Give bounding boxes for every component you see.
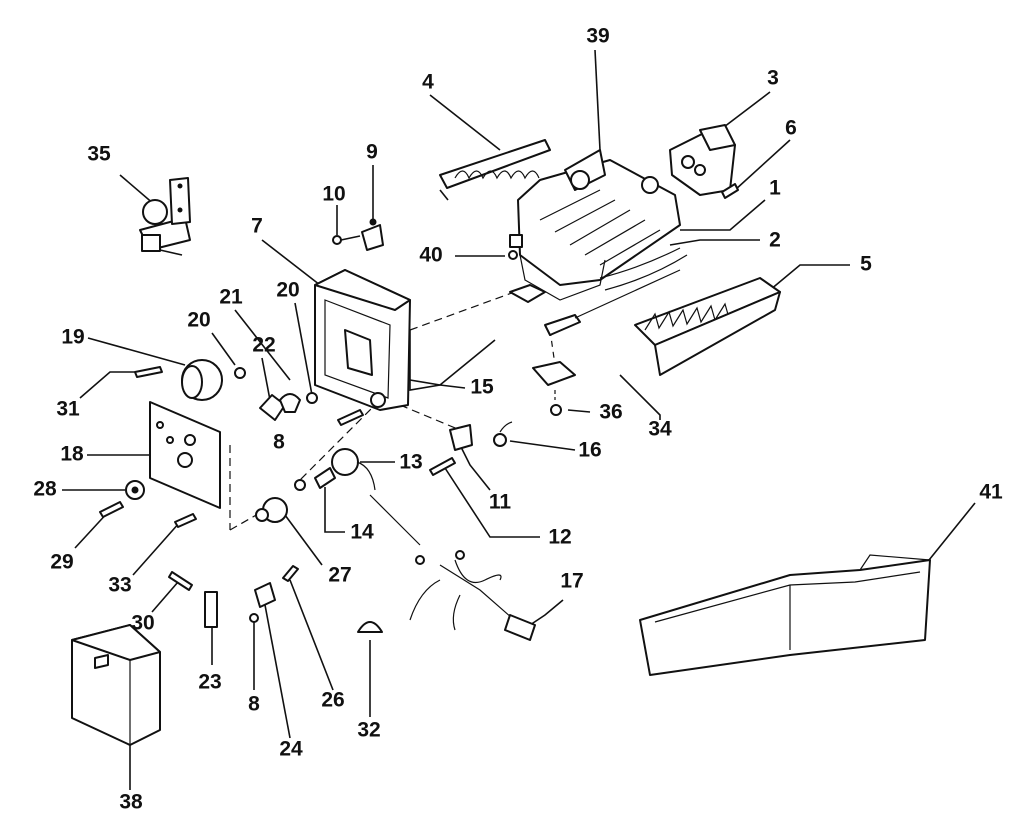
label-36: 36 — [599, 401, 622, 424]
part-8-pin-upper — [337, 409, 364, 426]
part-1-heater — [599, 247, 688, 291]
part-18-mounting-plate — [149, 401, 221, 509]
label-15: 15 — [470, 376, 494, 399]
part-8-pin-lower — [249, 613, 259, 623]
part-10-screw — [332, 235, 361, 245]
part-24-bracket — [254, 582, 276, 608]
part-15-shut-off-arm — [409, 330, 496, 391]
label-10: 10 — [322, 183, 345, 206]
part-23-coupling — [204, 591, 218, 628]
label-1: 1 — [769, 177, 781, 200]
part-40-screw — [508, 250, 518, 260]
label-28: 28 — [33, 478, 57, 501]
label-3: 3 — [767, 67, 779, 90]
part-21-gear — [279, 393, 301, 413]
label-21: 21 — [219, 286, 243, 309]
part-27-switch — [255, 497, 288, 523]
label-27: 27 — [328, 564, 351, 587]
label-40: 40 — [419, 244, 442, 267]
label-19: 19 — [61, 326, 84, 349]
part-28-gear — [125, 480, 145, 500]
part-33-screw — [174, 513, 197, 528]
label-33: 33 — [108, 574, 131, 597]
label-4: 4 — [422, 71, 434, 94]
label-30: 30 — [131, 612, 154, 635]
part-26-screw — [282, 565, 299, 582]
part-11-switch-bracket — [449, 424, 473, 451]
label-13: 13 — [399, 451, 422, 474]
label-2: 2 — [769, 229, 781, 252]
part-31-screw — [134, 366, 163, 378]
label-38: 38 — [119, 791, 143, 814]
label-17: 17 — [560, 570, 583, 593]
label-8-lower: 8 — [248, 693, 260, 716]
label-11: 11 — [489, 491, 512, 514]
label-29: 29 — [50, 551, 73, 574]
part-29-screw — [99, 501, 124, 518]
part-6-screw — [721, 183, 739, 199]
label-16: 16 — [578, 439, 601, 462]
label-26: 26 — [321, 689, 344, 712]
label-6: 6 — [785, 117, 797, 140]
part-12-screw — [429, 457, 456, 476]
part-32-cap — [357, 621, 383, 633]
label-34: 34 — [648, 418, 672, 441]
part-19-motor — [181, 359, 223, 401]
part-39-mold-assembly — [509, 149, 681, 301]
part-7-housing — [314, 269, 411, 411]
part-17-wiring-harness — [369, 494, 536, 641]
part-2-fill-cup-tube — [509, 269, 681, 336]
label-18: 18 — [60, 443, 84, 466]
label-20-upper: 20 — [276, 279, 299, 302]
part-30-screw — [168, 571, 193, 591]
part-20-screw-a — [234, 367, 246, 379]
label-24: 24 — [279, 738, 303, 761]
label-8-upper: 8 — [273, 431, 285, 454]
part-5-stripper — [634, 277, 781, 376]
label-39: 39 — [586, 25, 609, 48]
callout-labels: 39 3 4 6 35 9 1 10 7 2 40 5 20 21 20 19 … — [33, 25, 1003, 814]
dashed-alignment-lines — [229, 289, 556, 531]
label-23: 23 — [198, 671, 221, 694]
label-31: 31 — [56, 398, 80, 421]
part-20-screw-b — [306, 392, 318, 404]
part-34-bracket — [532, 361, 576, 386]
label-9: 9 — [366, 141, 378, 164]
part-3-shut-off-arm-housing — [669, 124, 736, 196]
label-32: 32 — [357, 719, 380, 742]
part-13-thermostat — [331, 448, 376, 491]
label-22: 22 — [252, 334, 275, 357]
part-38-cover — [71, 624, 161, 746]
label-12: 12 — [548, 526, 571, 549]
part-14-fitting — [294, 467, 336, 491]
label-35: 35 — [87, 143, 111, 166]
leader-lines — [62, 49, 976, 790]
part-4-ejector-blade — [439, 139, 551, 201]
part-36-screw — [550, 404, 562, 416]
part-9-shut-off-arm-bearing — [361, 218, 384, 251]
part-41-ice-bin — [639, 554, 931, 676]
label-20-left: 20 — [187, 309, 210, 332]
label-5: 5 — [860, 253, 872, 276]
part-16-grommet — [493, 421, 513, 447]
label-14: 14 — [350, 521, 374, 544]
label-7: 7 — [251, 215, 263, 238]
label-41: 41 — [979, 481, 1003, 504]
part-35-water-valve — [139, 177, 191, 256]
